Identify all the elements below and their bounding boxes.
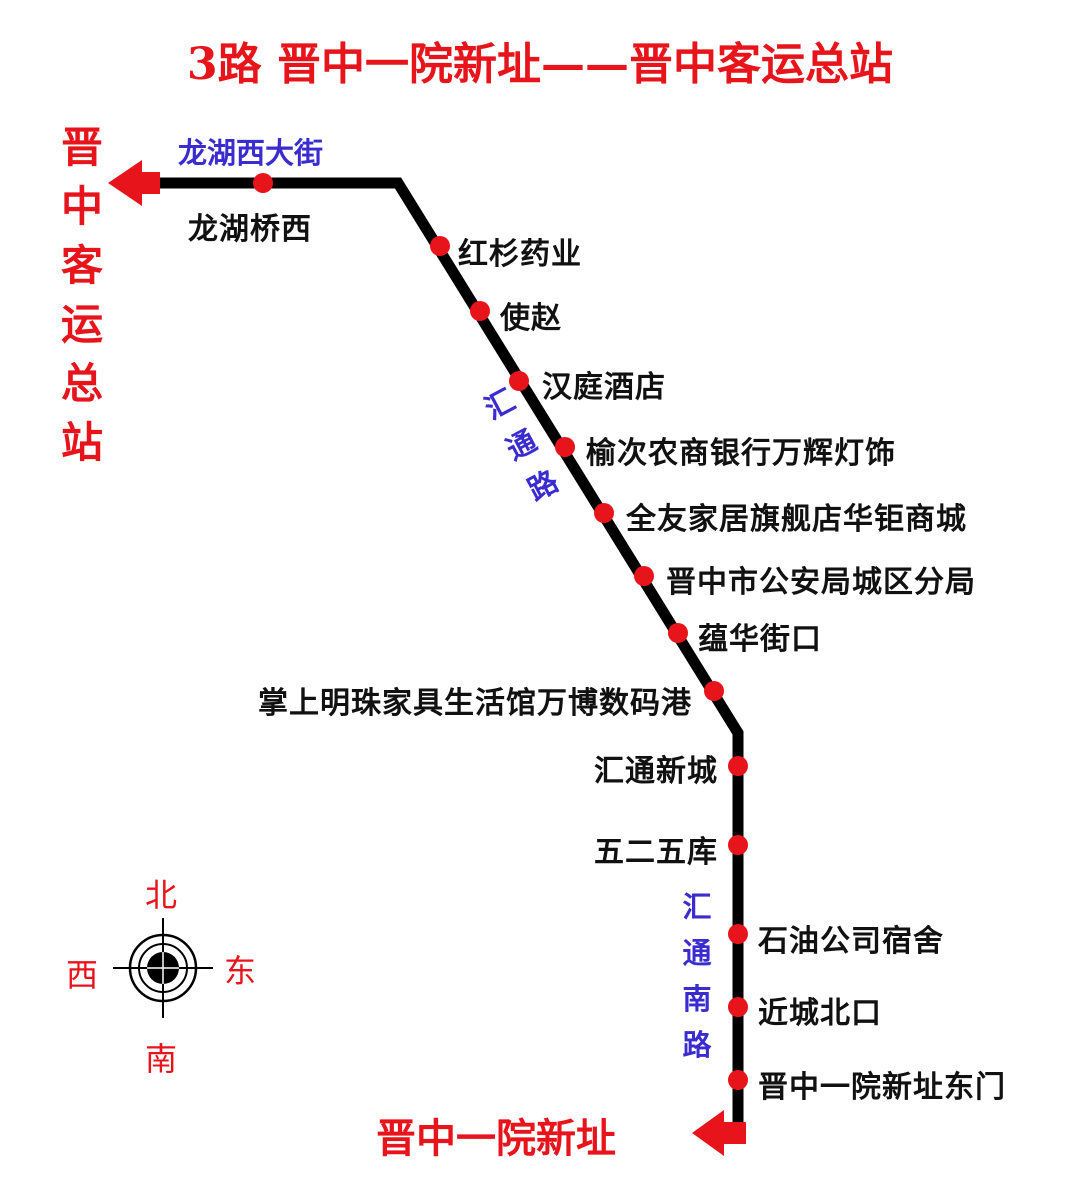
north-terminus-char: 中 [60,182,103,231]
stop-label: 五二五库 [594,835,718,870]
north-terminus-char: 运 [60,300,103,349]
compass-south-label: 南 [145,1040,178,1078]
stop-label: 近城北口 [758,996,882,1031]
stop-dot[interactable] [704,681,724,701]
compass-icon [113,918,213,1018]
stop-dot[interactable] [253,173,273,193]
north-arrow-shaft [140,172,160,194]
south-arrow-shaft [722,1122,746,1144]
stop-label: 全友家居旗舰店华钜商城 [626,502,967,537]
north-terminus-char: 站 [60,418,103,467]
road-char: 汇 [682,890,712,924]
road-char: 路 [682,1028,712,1062]
stop-dot[interactable] [470,301,490,321]
stop-label: 红杉药业 [458,237,582,272]
stop-dot[interactable] [634,566,654,586]
north-terminus-char: 晋 [60,123,103,172]
stop-dot[interactable] [728,997,748,1017]
road-char: 南 [682,982,712,1016]
stop-dots [253,173,748,1090]
road-name-south: 汇 通 南 路 [680,884,714,1068]
compass-east-label: 东 [224,952,257,990]
stop-dot[interactable] [594,503,614,523]
north-terminus-label: 晋 中 客 运 总 站 [52,118,112,472]
stop-label: 龙湖桥西 [188,212,312,247]
road-char: 通 [682,936,712,970]
route-title: 3路 晋中一院新址——晋中客运总站 [187,39,893,90]
compass-north-label: 北 [145,876,178,914]
stop-label: 石油公司宿舍 [758,924,944,959]
stop-label: 蕴华街口 [698,622,822,657]
south-terminus-label: 晋中一院新址 [376,1115,616,1162]
stop-dot[interactable] [555,437,575,457]
stop-dot[interactable] [728,924,748,944]
north-end-arrow-icon [108,160,142,206]
stop-dot[interactable] [728,756,748,776]
stop-label: 汉庭酒店 [542,370,666,405]
stop-label: 晋中一院新址东门 [758,1070,1006,1105]
road-name-top: 龙湖西大街 [178,136,324,170]
stop-dot[interactable] [668,623,688,643]
stop-dot[interactable] [728,835,748,855]
stop-label: 晋中市公安局城区分局 [666,565,976,600]
stop-dot[interactable] [728,1070,748,1090]
stop-label: 汇通新城 [594,754,718,789]
stop-label: 掌上明珠家具生活馆万博数码港 [258,686,692,721]
stop-label: 使赵 [500,301,562,336]
stop-label: 榆次农商银行万辉灯饰 [586,436,896,471]
compass-west-label: 西 [66,956,99,994]
north-terminus-char: 客 [60,241,103,290]
south-end-arrow-icon [692,1110,724,1156]
stop-dot[interactable] [509,371,529,391]
north-terminus-char: 总 [60,359,103,408]
stop-dot[interactable] [430,236,450,256]
